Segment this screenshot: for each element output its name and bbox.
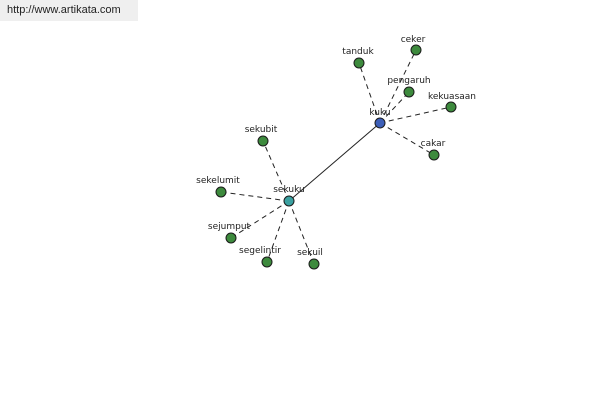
node-label-cakar: cakar — [421, 139, 446, 149]
edge-kuku-sekuku — [288, 122, 381, 202]
node-cakar[interactable] — [428, 149, 440, 161]
node-ceker[interactable] — [410, 44, 422, 56]
edge-sekuku-sejumput — [230, 200, 290, 239]
node-segelintir[interactable] — [261, 256, 273, 268]
edge-kuku-tanduk — [358, 62, 381, 124]
node-sekuil[interactable] — [308, 258, 320, 270]
edge-sekuku-sekubit — [262, 140, 290, 202]
node-label-kuku: kuku — [369, 108, 390, 118]
node-label-kekuasaan: kekuasaan — [428, 92, 476, 102]
node-kuku[interactable] — [374, 117, 386, 129]
node-tanduk[interactable] — [353, 57, 365, 69]
watermark-url: http://www.artikata.com — [0, 0, 138, 21]
node-sekelumit[interactable] — [215, 186, 227, 198]
edge-sekuku-sekelumit — [220, 191, 290, 202]
node-kekuasaan[interactable] — [445, 101, 457, 113]
edge-kuku-kekuasaan — [379, 106, 452, 124]
node-label-sejumput: sejumput — [208, 222, 251, 232]
node-sekubit[interactable] — [257, 135, 269, 147]
node-label-sekuil: sekuil — [297, 248, 323, 258]
edge-kuku-cakar — [379, 122, 435, 156]
edge-sekuku-sekuil — [288, 200, 315, 265]
node-label-sekelumit: sekelumit — [196, 176, 240, 186]
node-sekuku[interactable] — [283, 195, 295, 207]
edge-sekuku-segelintir — [266, 200, 290, 263]
node-label-sekubit: sekubit — [245, 125, 278, 135]
node-label-tanduk: tanduk — [342, 47, 374, 57]
edge-kuku-ceker — [379, 49, 417, 124]
node-pengaruh[interactable] — [403, 86, 415, 98]
node-label-segelintir: segelintir — [239, 246, 281, 256]
edge-kuku-pengaruh — [379, 91, 410, 124]
node-label-sekuku: sekuku — [273, 185, 305, 195]
edge-layer — [220, 49, 452, 265]
node-label-pengaruh: pengaruh — [387, 76, 430, 86]
node-label-ceker: ceker — [401, 35, 426, 45]
label-layer: kuku sekuku ceker tanduk pengaruh kekuasaan ca… — [196, 35, 476, 258]
node-layer — [215, 44, 457, 270]
node-sejumput[interactable] — [225, 232, 237, 244]
